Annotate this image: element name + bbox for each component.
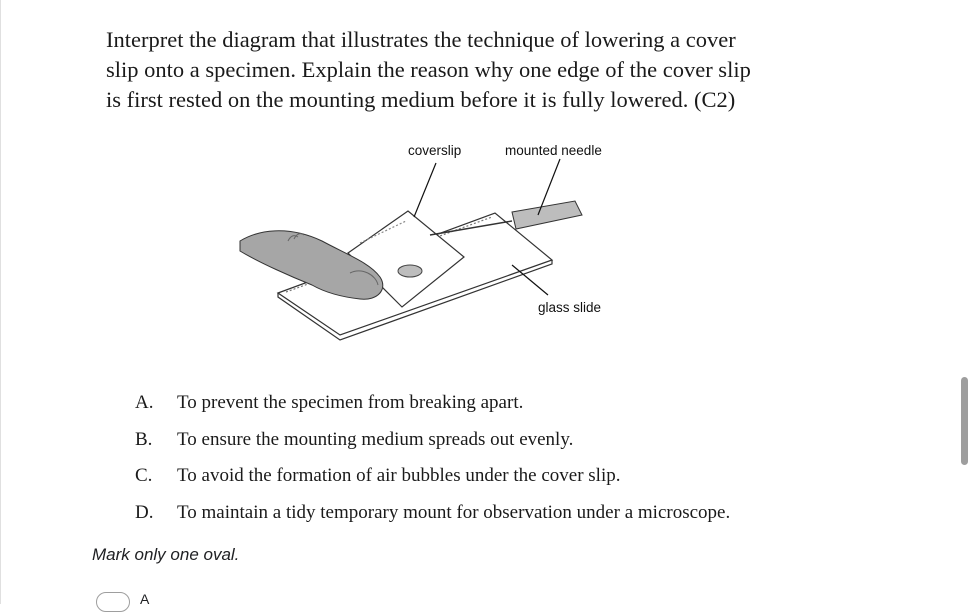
option-text: To prevent the specimen from breaking ap… <box>177 392 524 413</box>
mounted-needle-leader <box>537 158 561 216</box>
option-letter: D. <box>135 502 154 524</box>
option-d: D. To maintain a tidy temporary mount fo… <box>135 502 835 539</box>
coverslip-shape <box>347 210 465 308</box>
question-line-2: slip onto a specimen. Explain the reason… <box>106 57 751 82</box>
mounted-needle-label: mounted needle <box>505 143 602 158</box>
answer-options: A. To prevent the specimen from breaking… <box>135 392 835 539</box>
glass-slide-leader <box>511 264 549 296</box>
radio-oval-a[interactable] <box>96 592 130 612</box>
mounted-needle-shape <box>429 200 583 236</box>
option-a: A. To prevent the specimen from breaking… <box>135 392 835 429</box>
glass-slide-label: glass slide <box>538 300 601 315</box>
option-c: C. To avoid the formation of air bubbles… <box>135 465 835 502</box>
question-line-3: is first rested on the mounting medium b… <box>106 87 736 112</box>
instruction-text: Mark only one oval. <box>92 545 240 564</box>
coverslip-label: coverslip <box>408 143 461 158</box>
option-letter: A. <box>135 392 154 413</box>
finger-shape <box>239 230 384 300</box>
scrollbar-thumb[interactable] <box>961 377 968 465</box>
coverslip-leader <box>413 162 437 218</box>
choice-a-label: A <box>140 591 150 607</box>
option-letter: C. <box>135 465 153 487</box>
question-text: Interpret the diagram that illustrates t… <box>106 25 806 115</box>
option-text: To ensure the mounting medium spreads ou… <box>177 428 574 450</box>
option-text: To maintain a tidy temporary mount for o… <box>177 502 731 524</box>
coverslip-diagram: coverslip mounted needle glass slide <box>230 135 650 345</box>
diagram-illustration: coverslip mounted needle glass slide <box>239 143 602 341</box>
specimen-drop <box>397 264 423 278</box>
option-letter: B. <box>135 428 153 450</box>
option-b: B. To ensure the mounting medium spreads… <box>135 429 835 466</box>
option-text: To avoid the formation of air bubbles un… <box>177 465 621 487</box>
page-left-border <box>0 0 1 604</box>
question-line-1: Interpret the diagram that illustrates t… <box>106 27 736 52</box>
